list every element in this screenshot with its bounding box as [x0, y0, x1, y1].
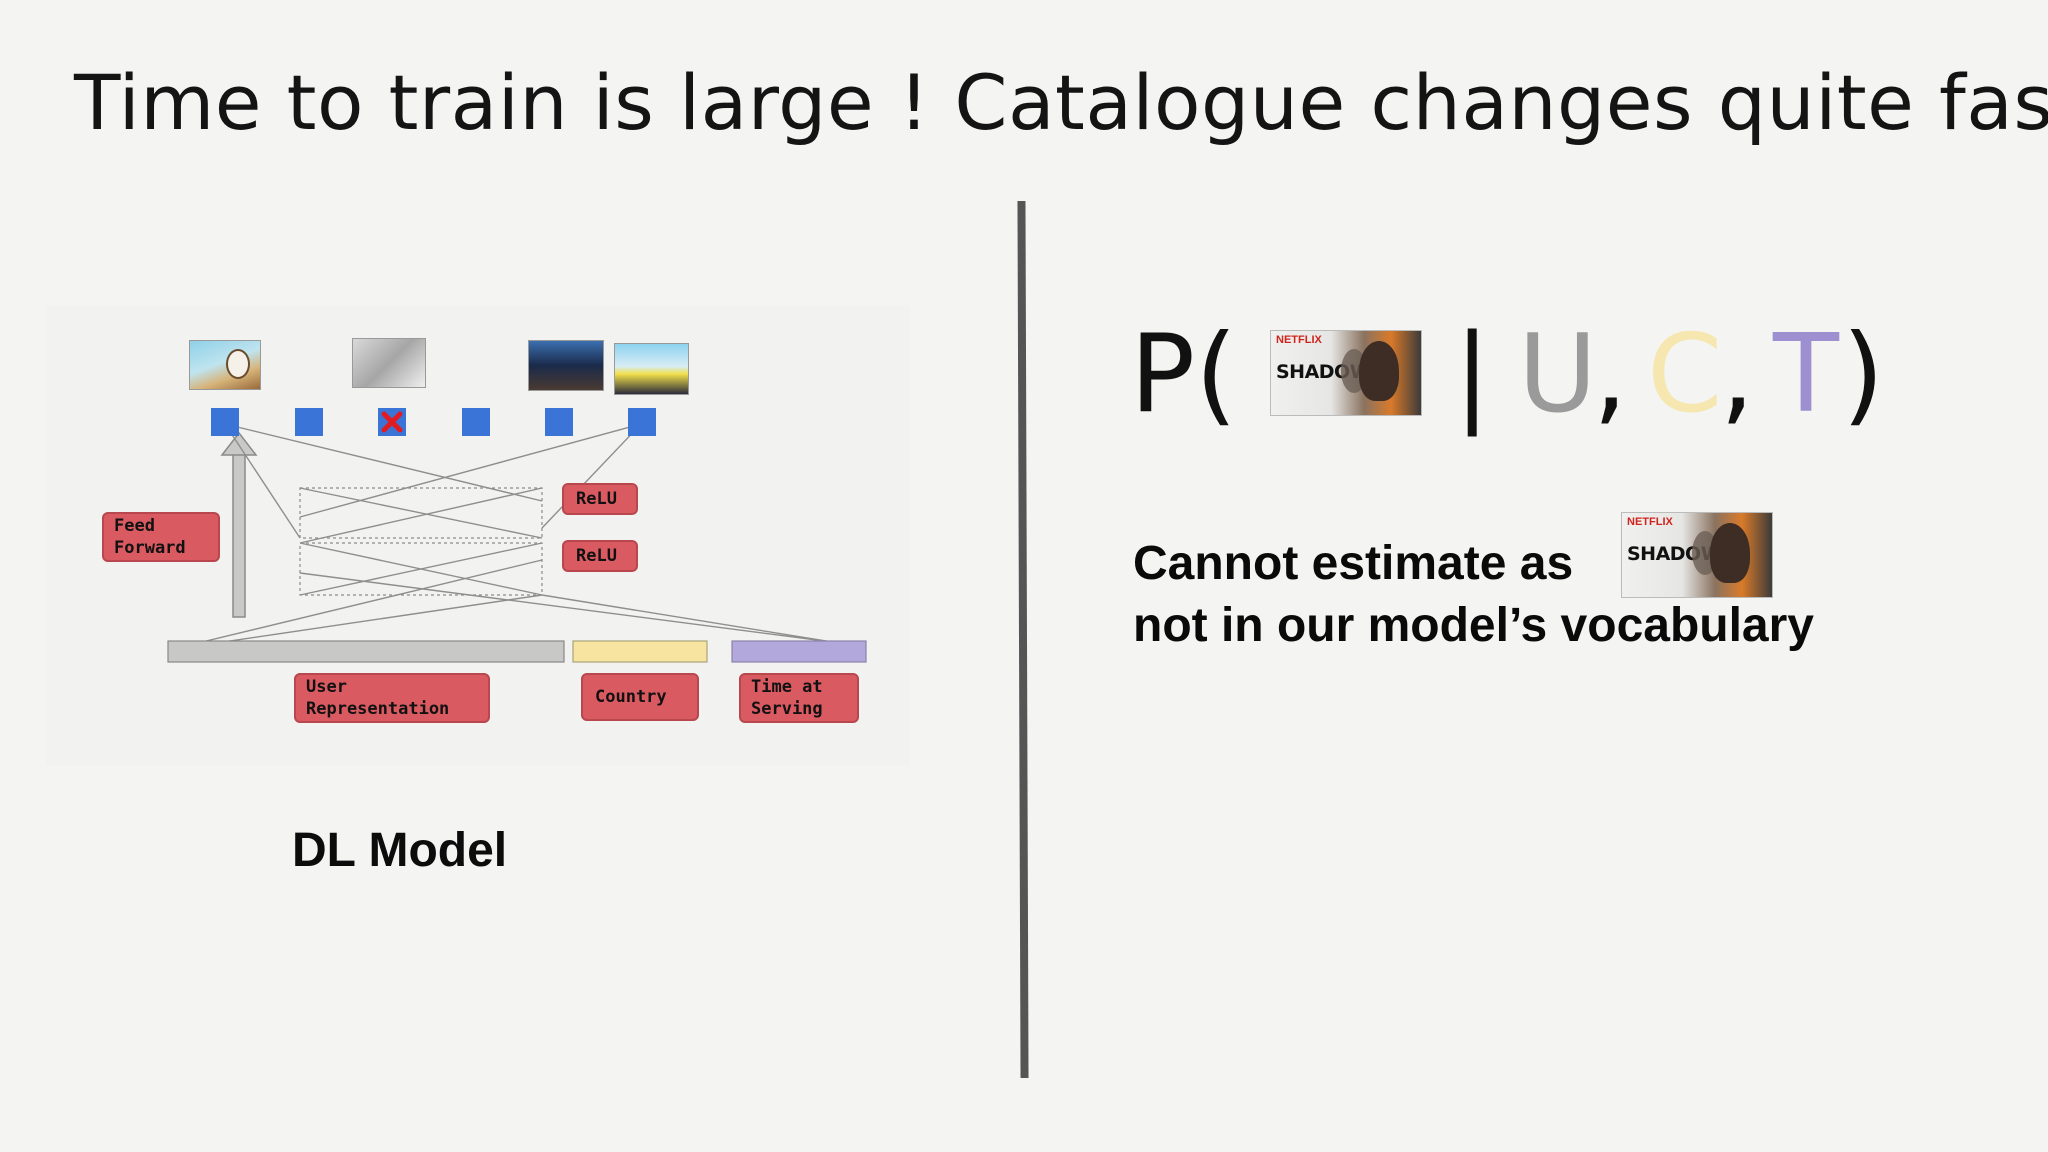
formula-given-bar: | — [1454, 312, 1491, 437]
output-node — [545, 408, 573, 436]
cartoon-character-icon — [226, 349, 250, 379]
title-thumbnail — [528, 340, 604, 391]
formula-u: U — [1518, 312, 1598, 437]
note-line-1: Cannot estimate as — [1133, 537, 1574, 590]
title-thumbnail — [614, 343, 689, 395]
formula-comma: , — [1720, 312, 1755, 437]
poster-brand: NETFLIX — [1276, 334, 1322, 346]
poster-brand: NETFLIX — [1627, 516, 1673, 528]
hidden-layer-bottom — [299, 542, 543, 596]
feed-forward-arrow — [232, 451, 246, 618]
formula-c: C — [1647, 312, 1723, 437]
title-thumbnail — [189, 340, 261, 390]
output-node — [211, 408, 239, 436]
formula-close: ) — [1842, 312, 1885, 437]
output-node — [628, 408, 656, 436]
output-node — [295, 408, 323, 436]
dl-model-diagram: Feed Forward ReLU ReLU User Representati… — [46, 305, 910, 765]
title-thumbnail — [352, 338, 426, 388]
connection-lines — [168, 423, 833, 651]
removed-marker-icon — [381, 411, 403, 433]
poster-figure-icon — [1359, 341, 1399, 401]
shadow-poster: NETFLIX SHADOW — [1270, 330, 1422, 416]
note-line-2: not in our model’s vocabulary — [1133, 599, 1814, 652]
hidden-layer-top — [299, 487, 543, 539]
country-input-bar — [572, 640, 708, 663]
feed-forward-arrowhead — [220, 431, 258, 456]
user-input-bar — [167, 640, 565, 663]
time-at-serving-label: Time at Serving — [739, 673, 859, 723]
probability-formula: P( NETFLIX SHADOW | U , C , T ) — [1130, 310, 1890, 440]
formula-prefix: P( — [1130, 312, 1238, 437]
country-label: Country — [581, 673, 699, 721]
formula-t: T — [1773, 312, 1839, 437]
relu-label-bottom: ReLU — [562, 540, 638, 572]
user-representation-label: User Representation — [294, 673, 490, 723]
relu-label-top: ReLU — [562, 483, 638, 515]
time-input-bar — [731, 640, 867, 663]
vertical-divider — [1017, 201, 1029, 1078]
output-node — [462, 408, 490, 436]
feed-forward-label: Feed Forward — [102, 512, 220, 562]
vocabulary-note: Cannot estimate as not in our model’s vo… — [1133, 533, 1814, 657]
slide-title: Time to train is large ! Catalogue chang… — [74, 58, 2048, 147]
network-graphic — [167, 408, 867, 663]
poster-figure-icon — [1710, 523, 1750, 583]
formula-comma: , — [1593, 312, 1628, 437]
dl-model-caption: DL Model — [292, 824, 508, 877]
shadow-poster-small: NETFLIX SHADOW — [1621, 512, 1773, 598]
